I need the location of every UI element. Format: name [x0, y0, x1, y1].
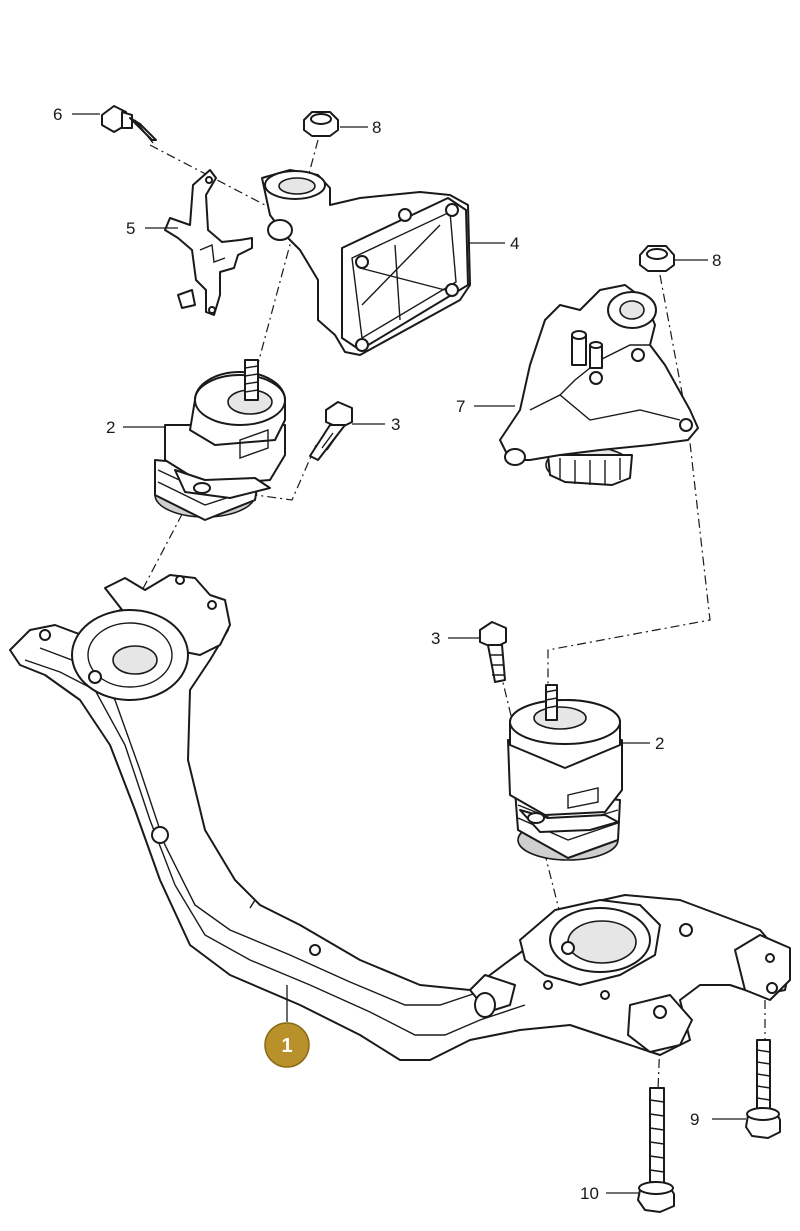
callout-1: 1	[281, 1035, 292, 1057]
callout-8-right: 8	[712, 251, 721, 270]
nut-8-right	[639, 245, 675, 272]
engine-mount-left	[154, 359, 286, 521]
callout-1-badge	[264, 1022, 310, 1068]
callout-7: 7	[456, 397, 465, 416]
callout-10: 10	[580, 1184, 599, 1203]
callout-2-right: 2	[655, 734, 664, 753]
bolt-10	[637, 1087, 675, 1213]
bolt-9	[745, 1039, 781, 1139]
callout-9: 9	[690, 1110, 699, 1129]
bolt-3-left	[309, 401, 353, 461]
callout-6: 6	[53, 105, 62, 124]
callout-3-left: 3	[391, 415, 400, 434]
callout-3-right: 3	[431, 629, 440, 648]
engine-bracket-upper	[261, 169, 471, 356]
callout-4: 4	[510, 234, 519, 253]
callout-5: 5	[126, 219, 135, 238]
engine-mount-right	[507, 684, 623, 861]
heat-shield-bracket	[164, 169, 253, 316]
subframe-crossmember	[9, 574, 791, 1061]
nut-8-top	[303, 111, 339, 137]
bolt-6	[101, 105, 157, 144]
callout-2-left: 2	[106, 418, 115, 437]
callout-8-top: 8	[372, 118, 381, 137]
bolt-3-right	[479, 621, 507, 683]
engine-bracket-right	[499, 284, 699, 486]
